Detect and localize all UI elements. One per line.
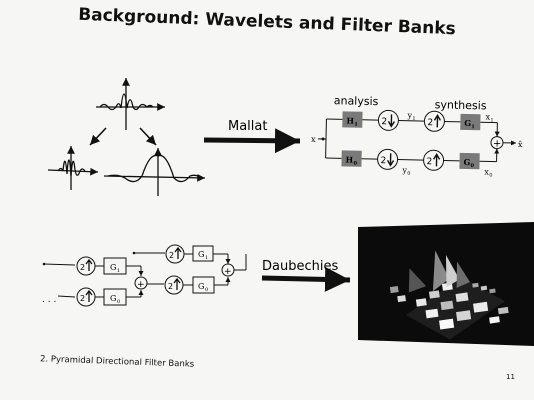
continuation-dots: . . . xyxy=(42,295,56,305)
svg-text:1: 1 xyxy=(412,116,415,122)
svg-text:2: 2 xyxy=(381,117,387,127)
filter-bank-diagram: analysis synthesis x H 1 H 0 2 2 xyxy=(311,94,523,178)
svg-text:1: 1 xyxy=(490,117,493,123)
y1-label: y xyxy=(406,111,412,120)
svg-text:G: G xyxy=(110,294,116,303)
svg-text:2: 2 xyxy=(426,157,432,167)
svg-text:G: G xyxy=(198,250,204,259)
h1-subscript: 1 xyxy=(354,122,358,128)
h0-filter-box xyxy=(341,150,362,167)
output-xhat-label: x̂ xyxy=(518,140,523,149)
page-number: 11 xyxy=(506,373,515,381)
g1-label: G xyxy=(464,118,471,128)
wavelet-scaling-graphic xyxy=(47,78,206,196)
svg-text:2: 2 xyxy=(169,251,174,260)
svg-text:0: 0 xyxy=(489,172,492,178)
mallat-arrow xyxy=(203,128,301,154)
tree-sum-1 xyxy=(134,276,148,290)
svg-text:2: 2 xyxy=(80,263,85,272)
svg-text:1: 1 xyxy=(117,268,120,274)
h1-label: H xyxy=(346,115,354,125)
svg-text:1: 1 xyxy=(471,124,475,130)
svg-text:G: G xyxy=(198,282,204,291)
h0-label: H xyxy=(345,154,353,164)
svg-text:0: 0 xyxy=(470,163,474,169)
svg-text:1: 1 xyxy=(205,255,208,261)
g1-filter-box xyxy=(460,113,481,131)
svg-text:0: 0 xyxy=(117,299,120,305)
mallat-label: Mallat xyxy=(228,119,267,134)
input-x-label: x xyxy=(311,135,316,144)
svg-text:+: + xyxy=(137,280,145,290)
tree-filter-bank: 2 G 1 + 2 G 1 + xyxy=(42,244,247,307)
svg-text:0: 0 xyxy=(205,287,208,293)
h0-subscript: 0 xyxy=(353,161,357,167)
svg-text:0: 0 xyxy=(407,171,410,177)
svg-text:2: 2 xyxy=(80,294,85,303)
svg-text:G: G xyxy=(110,263,116,272)
wavelet-surface-image xyxy=(358,222,534,346)
svg-text:+: + xyxy=(493,139,502,150)
h1-filter-box xyxy=(342,111,363,128)
daubechies-arrow xyxy=(261,266,351,292)
daubechies-label: Daubechies xyxy=(262,259,338,274)
x0-label: x xyxy=(484,167,489,176)
g0-label: G xyxy=(463,157,470,167)
x1-label: x xyxy=(485,112,490,121)
y0-label: y xyxy=(401,166,407,175)
analysis-label: analysis xyxy=(334,94,379,108)
g0-filter-box xyxy=(459,152,480,170)
svg-text:+: + xyxy=(224,267,232,277)
svg-text:2: 2 xyxy=(168,282,173,291)
synthesis-label: synthesis xyxy=(435,98,487,112)
svg-text:2: 2 xyxy=(427,118,433,128)
svg-text:2: 2 xyxy=(380,156,386,166)
